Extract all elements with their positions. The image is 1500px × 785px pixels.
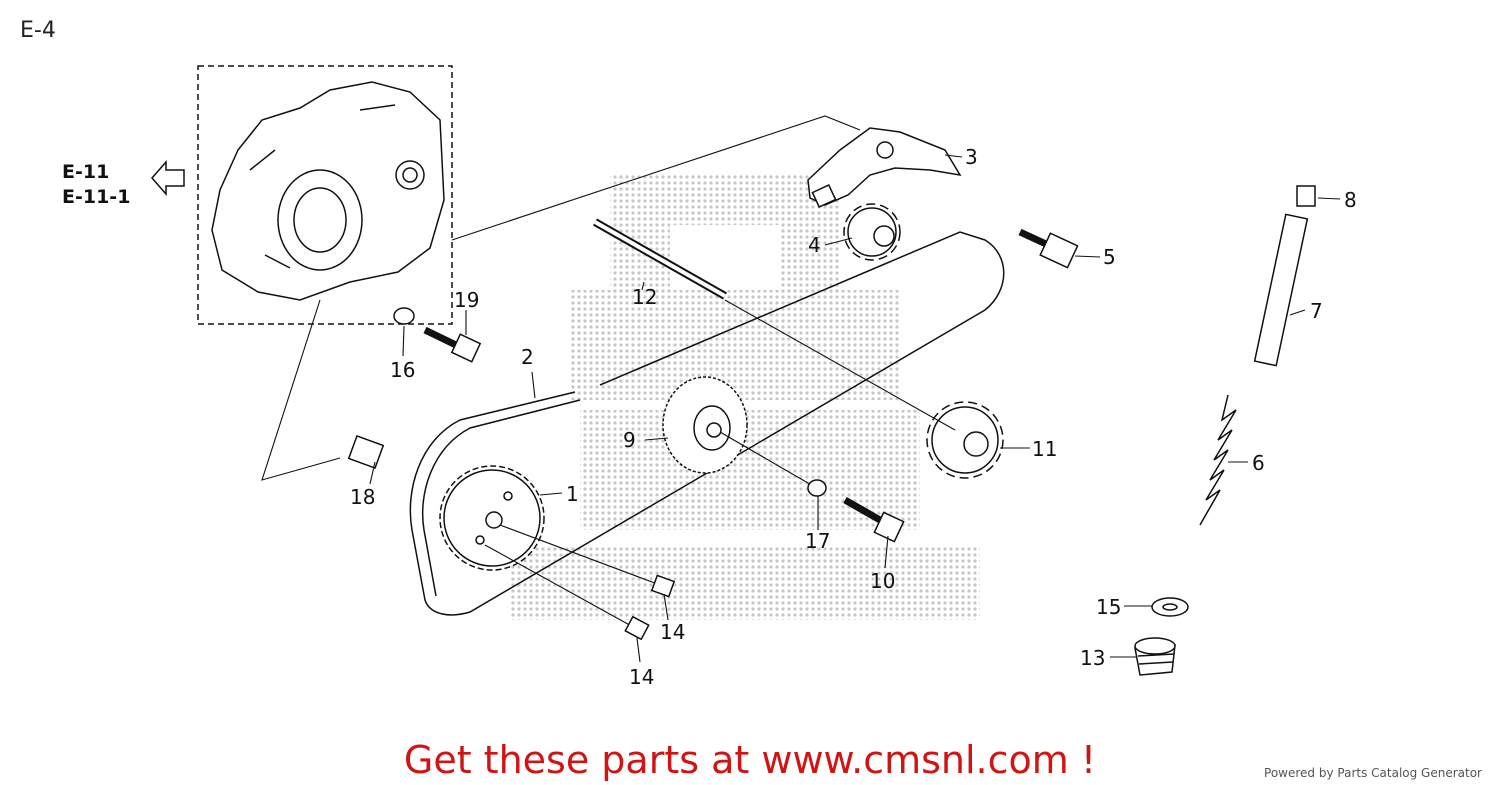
part-13-plug xyxy=(1134,637,1176,676)
callout-13: 13 xyxy=(1080,646,1105,670)
part-5-bolt xyxy=(1018,228,1079,269)
callout-10: 10 xyxy=(870,569,895,593)
callout-1: 1 xyxy=(566,482,579,506)
part-14-bolt-a xyxy=(499,524,661,586)
callout-6: 6 xyxy=(1252,451,1265,475)
callout-9: 9 xyxy=(623,428,636,452)
callout-18: 18 xyxy=(350,485,375,509)
part-6-spring xyxy=(1199,394,1237,526)
part-15-washer xyxy=(1151,597,1189,617)
callout-8: 8 xyxy=(1344,188,1357,212)
part-11-sprocket xyxy=(926,401,1004,479)
callout-2: 2 xyxy=(521,345,534,369)
part-9-roller xyxy=(662,376,748,474)
callout-16: 16 xyxy=(390,358,415,382)
part-1-sprocket xyxy=(439,465,545,571)
part-7-tube xyxy=(1253,213,1309,367)
reference-block: E-11 E-11-1 xyxy=(62,160,185,208)
page-title: E-4 xyxy=(20,18,56,43)
part-2-chain xyxy=(409,231,1005,616)
crankcase-cover xyxy=(211,81,445,301)
callout-17: 17 xyxy=(805,529,830,553)
callouts: 1 2 3 4 5 6 7 8 9 10 11 12 13 14 14 15 1… xyxy=(350,145,1357,689)
ref-e11-1: E-11-1 xyxy=(62,186,130,208)
callout-14a: 14 xyxy=(660,620,685,644)
arrow-left-icon xyxy=(151,160,185,196)
callout-14b: 14 xyxy=(629,665,654,689)
part-17-washer xyxy=(807,479,827,497)
cta-link[interactable]: Get these parts at www.cmsnl.com ! xyxy=(403,738,1097,782)
part-10-bolt xyxy=(843,496,905,543)
crankcase-group xyxy=(197,65,861,481)
callout-4: 4 xyxy=(808,233,821,257)
callout-15: 15 xyxy=(1096,595,1121,619)
powered-by: Powered by Parts Catalog Generator xyxy=(1264,766,1482,780)
part-8-cap xyxy=(1296,185,1316,207)
part-16-washer xyxy=(393,307,415,325)
callout-19: 19 xyxy=(454,288,479,312)
part-4-sprocket xyxy=(843,203,901,261)
part-14-bolt-b xyxy=(484,544,636,629)
callout-7: 7 xyxy=(1310,299,1323,323)
callout-11: 11 xyxy=(1032,437,1057,461)
watermark xyxy=(510,175,980,620)
leader-lines xyxy=(369,154,1341,663)
callout-5: 5 xyxy=(1103,245,1116,269)
ref-e11: E-11 xyxy=(62,161,109,183)
part-19-bolt xyxy=(423,326,482,363)
callout-12: 12 xyxy=(632,285,657,309)
callout-3: 3 xyxy=(965,145,978,169)
part-18-collar xyxy=(347,434,385,470)
cta-banner[interactable]: Get these parts at www.cmsnl.com ! xyxy=(0,738,1500,782)
